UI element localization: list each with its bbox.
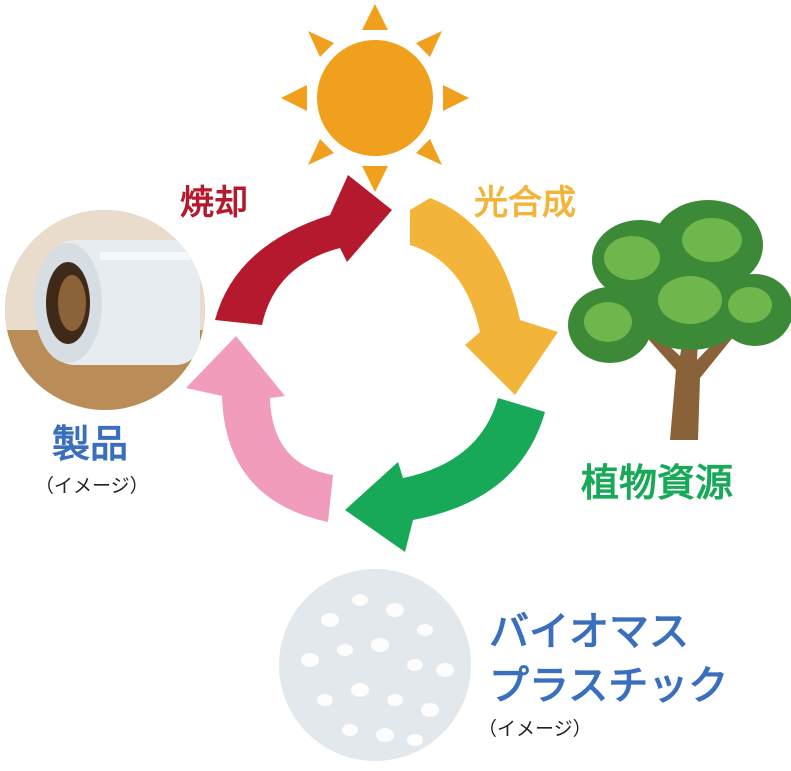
label-product: 製品 [52,422,129,466]
plastic-pellets-image [279,569,471,761]
label-bioplastic-note: （イメージ） [478,718,592,740]
label-photosynthesis: 光合成 [474,183,576,223]
label-incineration: 焼却 [180,183,248,223]
sun-icon [281,4,469,192]
film-roll-image [5,210,205,410]
tree-icon [568,200,791,440]
label-product-note: （イメージ） [35,475,149,497]
label-bioplastic-line2: プラスチック [489,663,729,709]
label-bioplastic-line1: バイオマス [489,609,689,655]
arrow-photosynthesis [410,198,558,395]
arrow-plant-resources [345,398,545,552]
arrow-product [186,336,333,522]
arrow-incineration [215,175,392,325]
label-plant-resources: 植物資源 [581,461,734,505]
